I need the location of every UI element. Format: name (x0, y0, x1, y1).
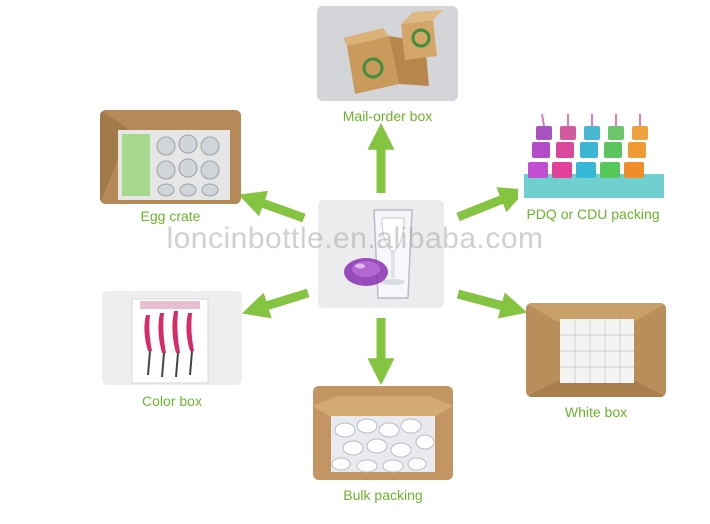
printed-color-boxes-icon (102, 291, 242, 385)
arrow-to-pdq-packing (456, 187, 527, 222)
center-product-photo (318, 200, 444, 308)
color-box-photo (102, 291, 242, 385)
arrow-to-color-box (241, 288, 310, 319)
mail-order-box-label: Mail-order box (342, 108, 433, 124)
watermark-text: loncinbottle.en.alibaba.com (166, 222, 544, 255)
egg-crate-label: Egg crate (140, 208, 201, 224)
bulk-packing-photo (313, 386, 453, 480)
white-boxes-in-carton-icon (526, 303, 666, 397)
wine-tumbler-icon (318, 200, 444, 308)
bulk-packing-label: Bulk packing (343, 487, 423, 503)
pdq-packing-photo (518, 112, 668, 202)
display-tray-cups-icon (518, 112, 668, 202)
arrow-to-white-box (456, 289, 528, 319)
white-box-label: White box (564, 404, 628, 420)
egg-crate-photo (100, 110, 241, 204)
cardboard-box-recycle-icon (317, 6, 458, 101)
color-box-label: Color box (142, 393, 202, 409)
white-box-photo (526, 303, 666, 397)
pdq-packing-label: PDQ or CDU packing (526, 206, 660, 222)
arrow-to-egg-crate (238, 190, 306, 223)
bulk-lids-carton-icon (313, 386, 453, 480)
mail-order-box-photo (317, 6, 458, 101)
egg-crate-carton-icon (100, 110, 241, 204)
